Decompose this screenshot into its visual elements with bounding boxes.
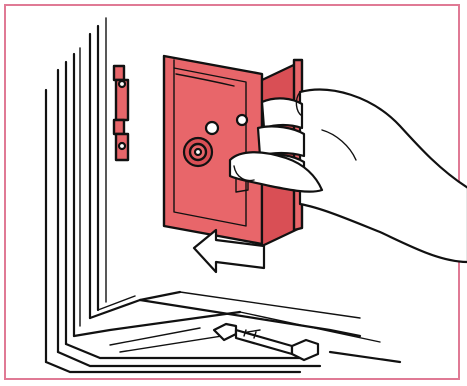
latch-icon <box>214 324 318 360</box>
hinge-icon <box>114 66 128 160</box>
